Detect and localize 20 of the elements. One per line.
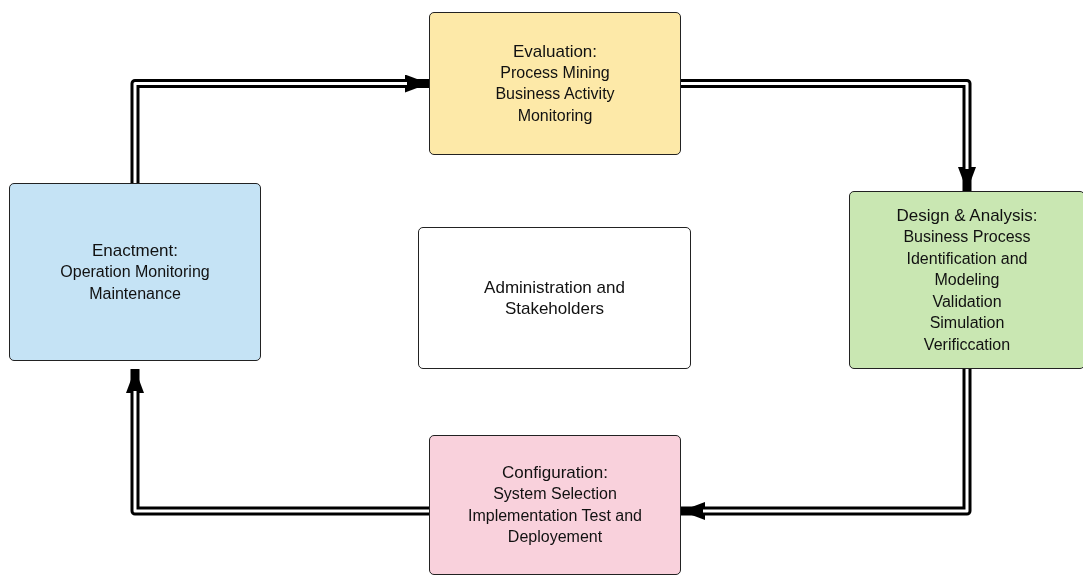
- process-box: [9, 183, 261, 361]
- box-text: Validation: [932, 291, 1002, 312]
- box-text: Verificcation: [923, 334, 1011, 355]
- box-text: Maintenance: [89, 283, 181, 304]
- box-text: Business Process Identification and Modeling: [902, 227, 1032, 290]
- box-heading: Evaluation:: [512, 40, 598, 62]
- process-box: [849, 191, 1083, 369]
- box-text: Implementation Test and Deployement: [467, 505, 643, 548]
- box-text: Administration and Stakeholders: [483, 276, 626, 320]
- box-text: Simulation: [929, 313, 1005, 333]
- process-box: [418, 227, 691, 369]
- box-text: Operation Monitoring: [60, 262, 210, 282]
- box-heading: Design & Analysis:: [896, 205, 1038, 226]
- process-box: [429, 435, 681, 575]
- box-heading: Enactment:: [92, 240, 178, 261]
- box-heading: Configuration:: [502, 462, 608, 484]
- box-text: Business Activity Monitoring: [494, 84, 616, 126]
- box-text: Process Mining: [500, 62, 610, 83]
- box-text: System Selection: [493, 484, 617, 505]
- process-box: [429, 12, 681, 155]
